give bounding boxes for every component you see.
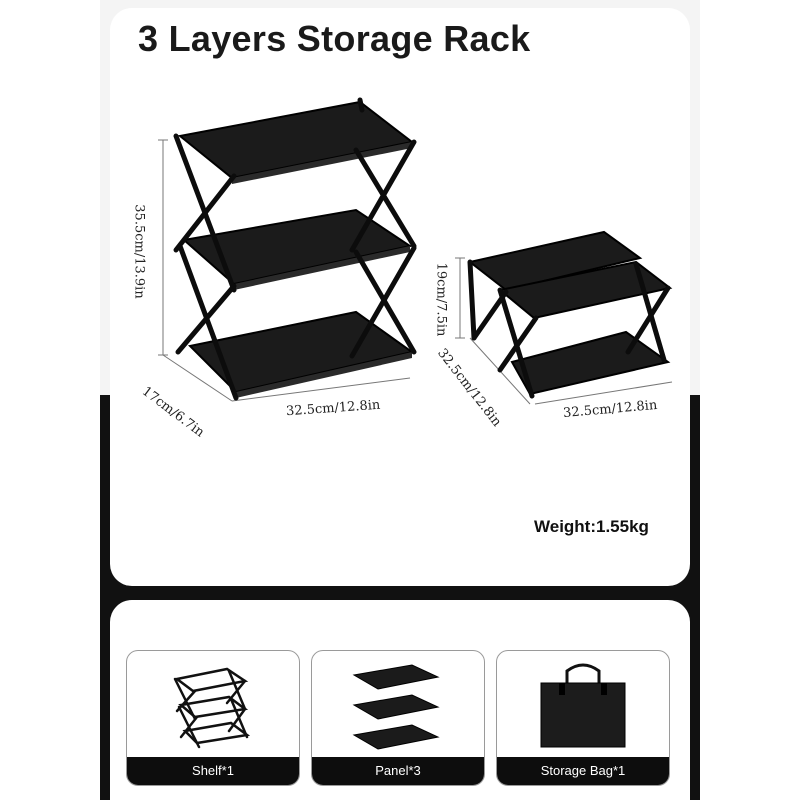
right-margin <box>700 0 800 800</box>
package-item-bag: Storage Bag*1 <box>496 650 670 786</box>
folded-height-dimension: 19cm/7.5in <box>433 262 449 337</box>
panels-icon <box>352 664 440 750</box>
shelf-frame-icon <box>173 667 251 749</box>
height-dimension: 35.5cm/13.9in <box>131 204 147 299</box>
package-item-panels: Panel*3 <box>311 650 485 786</box>
package-item-label: Shelf*1 <box>127 757 299 785</box>
package-item-label: Storage Bag*1 <box>497 757 669 785</box>
left-margin <box>0 0 100 800</box>
storage-bag-icon <box>540 663 626 748</box>
package-item-shelf: Shelf*1 <box>126 650 300 786</box>
page-title: 3 Layers Storage Rack <box>138 18 531 59</box>
package-item-label: Panel*3 <box>312 757 484 785</box>
weight-label: Weight:1.55kg <box>534 517 649 536</box>
